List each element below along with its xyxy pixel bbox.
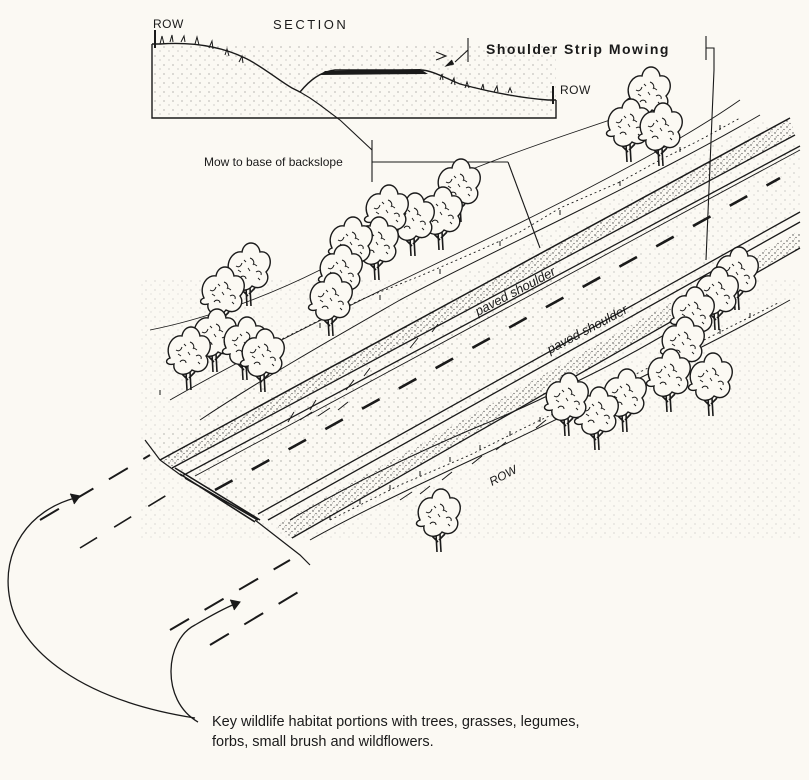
mow-callout-leader	[299, 91, 373, 151]
row-left-label: ROW	[153, 17, 184, 31]
habitat-arrows	[7, 493, 241, 723]
section-title: SECTION	[273, 17, 349, 32]
shoulder-strip-mowing-callout: Shoulder Strip Mowing	[486, 41, 670, 57]
habitat-caption: Key wildlife habitat portions with trees…	[212, 714, 580, 750]
mow-to-base-callout: Mow to base of backslope	[204, 155, 343, 169]
row-right-label: ROW	[560, 83, 591, 97]
